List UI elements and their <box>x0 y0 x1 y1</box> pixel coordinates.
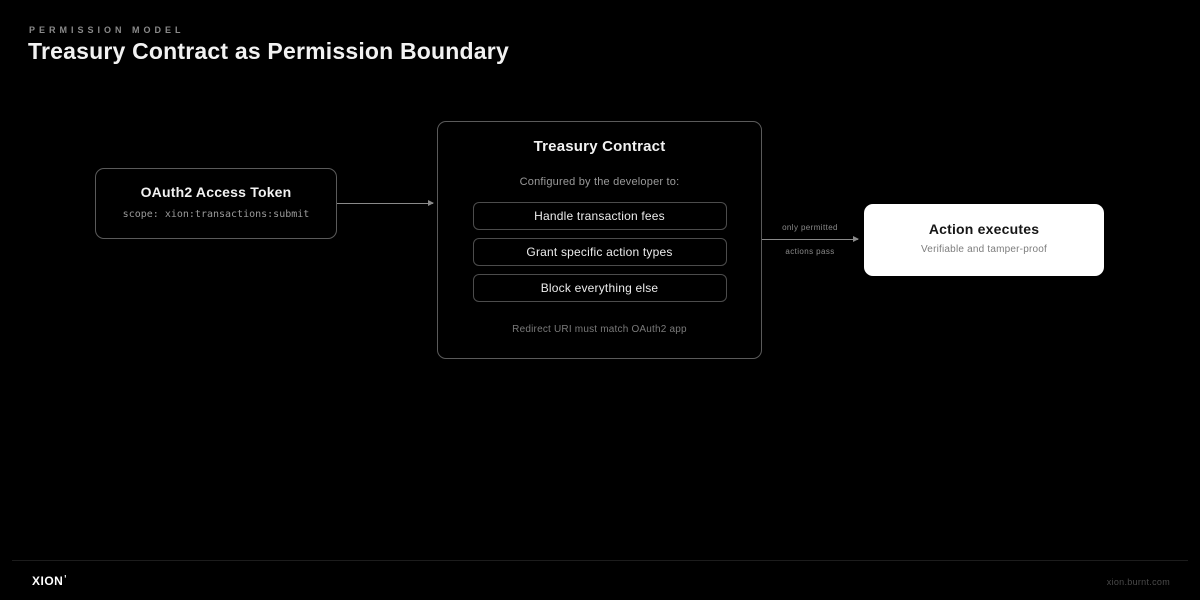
treasury-title: Treasury Contract <box>533 138 666 155</box>
action-executes-subtitle: Verifiable and tamper-proof <box>920 244 1048 255</box>
xion-logo: XIONꞌ <box>32 574 67 588</box>
capability-list: Handle transaction fees Grant specific a… <box>472 202 727 302</box>
oauth-token-title: OAuth2 Access Token <box>140 184 292 200</box>
treasury-contract-box: Treasury Contract Configured by the deve… <box>437 121 762 359</box>
eyebrow-label: PERMISSION MODEL <box>29 25 185 35</box>
xion-logo-mark: ꞌ <box>64 574 67 583</box>
footer-link: xion.burnt.com <box>1106 577 1170 587</box>
capability-item: Block everything else <box>472 274 727 302</box>
arrow-label-bottom: actions pass <box>785 247 835 256</box>
footer-divider <box>12 560 1188 561</box>
xion-logo-text: XION <box>32 574 64 588</box>
treasury-footnote: Redirect URI must match OAuth2 app <box>512 324 687 335</box>
oauth-token-box: OAuth2 Access Token scope: xion:transact… <box>95 168 337 239</box>
arrow-treasury-to-result <box>762 236 859 242</box>
action-executes-title: Action executes <box>928 221 1040 237</box>
capability-item: Grant specific action types <box>472 238 727 266</box>
page-title: Treasury Contract as Permission Boundary <box>28 38 509 64</box>
oauth-token-scope: scope: xion:transactions:submit <box>122 209 310 220</box>
action-executes-box: Action executes Verifiable and tamper-pr… <box>864 204 1104 276</box>
capability-item: Handle transaction fees <box>472 202 727 230</box>
treasury-subtitle: Configured by the developer to: <box>519 176 680 188</box>
arrow-token-to-treasury <box>337 200 434 206</box>
arrow-label-top: only permitted <box>782 223 838 232</box>
